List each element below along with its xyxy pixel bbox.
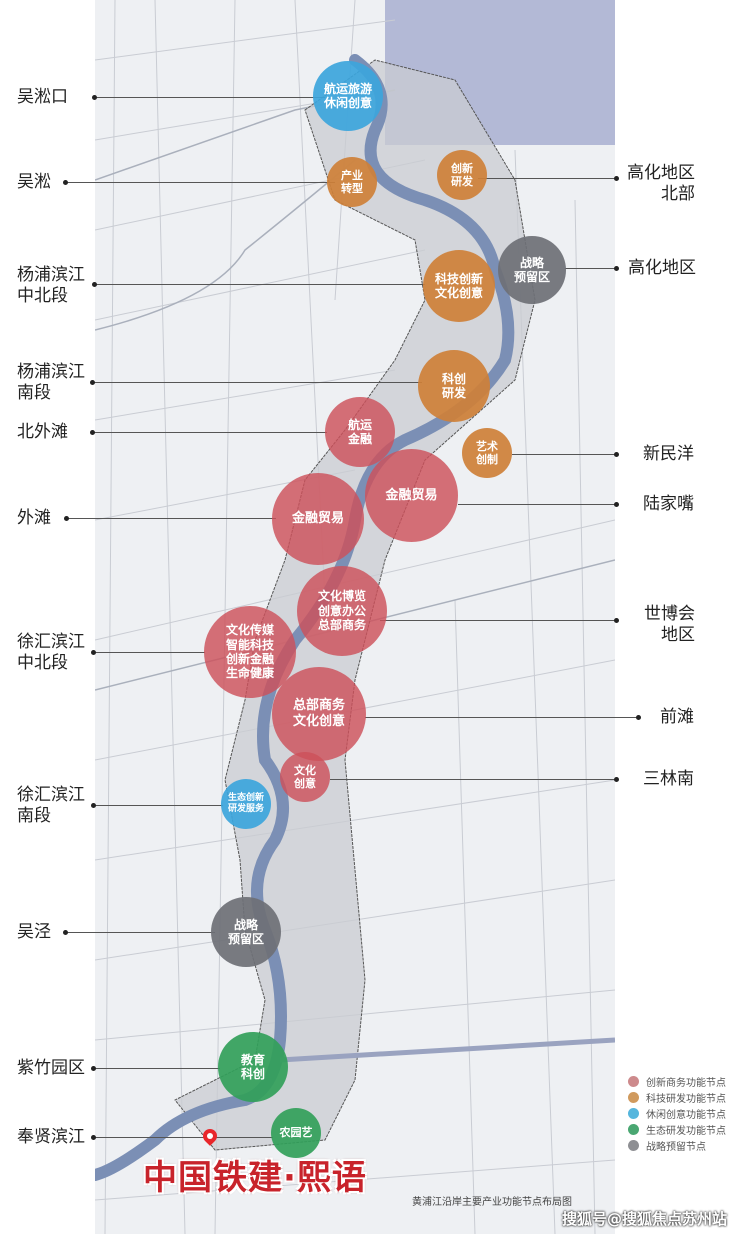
leader-dot <box>90 430 95 435</box>
legend-swatch-icon <box>628 1123 639 1135</box>
legend-swatch-icon <box>628 1107 639 1119</box>
district-label-north-bund: 北外滩 <box>17 422 68 442</box>
map-caption: 黄浦江沿岸主要产业功能节点布局图 <box>412 1197 572 1208</box>
node-agri-horticulture: 农园艺 <box>271 1108 321 1158</box>
legend-label: 休闲创意功能节点 <box>646 1109 726 1121</box>
leader-dot <box>92 282 97 287</box>
legend-item-eco-rd: 生态研发功能节点 <box>628 1121 726 1137</box>
leader-line <box>93 652 205 653</box>
node-shipping-tourism: 航运旅游 休闲创意 <box>313 61 383 131</box>
node-art-creation: 艺术 创制 <box>462 428 512 478</box>
legend-item-leisure: 休闲创意功能节点 <box>628 1105 726 1121</box>
leader-line <box>93 805 223 806</box>
leader-dot <box>64 516 69 521</box>
district-label-expo: 世博会 地区 <box>644 604 695 645</box>
leader-line <box>93 1137 273 1138</box>
district-label-fengxian-riverside: 奉贤滨江 <box>17 1127 85 1147</box>
leader-line <box>65 932 215 933</box>
district-label-xuhui-mid-north: 徐汇滨江 中北段 <box>17 632 85 673</box>
district-label-xinminyang: 新民洋 <box>643 444 694 464</box>
district-label-wusong: 吴淞 <box>17 172 51 192</box>
leader-dot <box>614 452 619 457</box>
legend-item-tech-rd: 科技研发功能节点 <box>628 1089 726 1105</box>
leader-dot <box>91 650 96 655</box>
legend-swatch-icon <box>628 1091 639 1103</box>
leader-dot <box>92 95 97 100</box>
leader-dot <box>63 180 68 185</box>
node-education-tech: 教育 科创 <box>218 1032 288 1102</box>
legend-label: 生态研发功能节点 <box>646 1125 726 1137</box>
leader-line <box>458 504 616 505</box>
node-shipping-finance: 航运 金融 <box>325 397 395 467</box>
node-innovation-rd-north: 创新 研发 <box>437 150 487 200</box>
leader-dot <box>614 618 619 623</box>
legend-swatch-icon <box>628 1139 639 1151</box>
leader-dot <box>91 803 96 808</box>
district-label-bund: 外滩 <box>17 508 51 528</box>
district-label-yangpu-mid-north: 杨浦滨江 中北段 <box>17 265 85 306</box>
node-hq-business: 总部商务 文化创意 <box>272 667 366 761</box>
node-culture-expo: 文化博览 创意办公 总部商务 <box>297 566 387 656</box>
district-label-gaohua: 高化地区 <box>628 258 696 278</box>
leader-dot <box>614 777 619 782</box>
leader-line <box>93 1068 220 1069</box>
leader-line <box>92 382 422 383</box>
leader-line <box>365 717 638 718</box>
legend-label: 战略预留节点 <box>646 1141 706 1153</box>
legend-item-strategic: 战略预留节点 <box>628 1137 726 1153</box>
district-label-gaohua-north: 高化地区 北部 <box>627 163 695 204</box>
leader-dot <box>636 715 641 720</box>
leader-line <box>512 454 616 455</box>
leader-line <box>478 178 616 179</box>
leader-dot <box>63 930 68 935</box>
leader-line <box>380 620 616 621</box>
legend-label: 科技研发功能节点 <box>646 1093 726 1105</box>
district-label-yangpu-south: 杨浦滨江 南段 <box>17 362 85 403</box>
watermark: 搜狐号@搜狐焦点苏州站 <box>562 1210 728 1228</box>
leader-dot <box>90 380 95 385</box>
leader-line <box>65 182 335 183</box>
district-label-wusongkou: 吴淞口 <box>17 87 68 107</box>
node-strategic-reserve-south: 战略 预留区 <box>211 897 281 967</box>
district-label-zizhu-park: 紫竹园区 <box>17 1058 85 1078</box>
district-label-qiantan: 前滩 <box>660 707 694 727</box>
leader-line <box>565 268 616 269</box>
node-finance-trade-bund: 金融贸易 <box>272 473 364 565</box>
district-label-wujing: 吴泾 <box>17 922 51 942</box>
map-legend: 创新商务功能节点 科技研发功能节点 休闲创意功能节点 生态研发功能节点 战略预留… <box>628 1073 726 1153</box>
leader-line <box>92 432 327 433</box>
district-label-xuhui-south: 徐汇滨江 南段 <box>17 785 85 826</box>
project-title: 中国铁建·熙语 <box>143 1158 367 1198</box>
district-label-sanlinnan: 三林南 <box>643 769 694 789</box>
district-label-lujiazui: 陆家嘴 <box>643 494 694 514</box>
node-finance-trade-lujiazui: 金融贸易 <box>365 449 458 542</box>
leader-line <box>95 97 325 98</box>
leader-dot <box>614 176 619 181</box>
node-strategic-reserve-north: 战略 预留区 <box>498 236 566 304</box>
node-industry-transformation: 产业 转型 <box>327 157 377 207</box>
leader-dot <box>614 266 619 271</box>
node-culture-media: 文化传媒 智能科技 创新金融 生命健康 <box>204 606 296 698</box>
node-tech-rd: 科创 研发 <box>418 350 490 422</box>
leader-line <box>66 518 276 519</box>
legend-item-creative-business: 创新商务功能节点 <box>628 1073 726 1089</box>
leader-dot <box>614 502 619 507</box>
legend-label: 创新商务功能节点 <box>646 1077 726 1089</box>
leader-dot <box>91 1066 96 1071</box>
node-tech-culture: 科技创新 文化创意 <box>423 250 495 322</box>
leader-line <box>330 779 616 780</box>
node-eco-innovation: 生态创新 研发服务 <box>221 779 271 829</box>
leader-line <box>95 284 425 285</box>
legend-swatch-icon <box>628 1075 639 1087</box>
node-cultural-creative: 文化 创意 <box>280 752 330 802</box>
leader-dot <box>91 1135 96 1140</box>
